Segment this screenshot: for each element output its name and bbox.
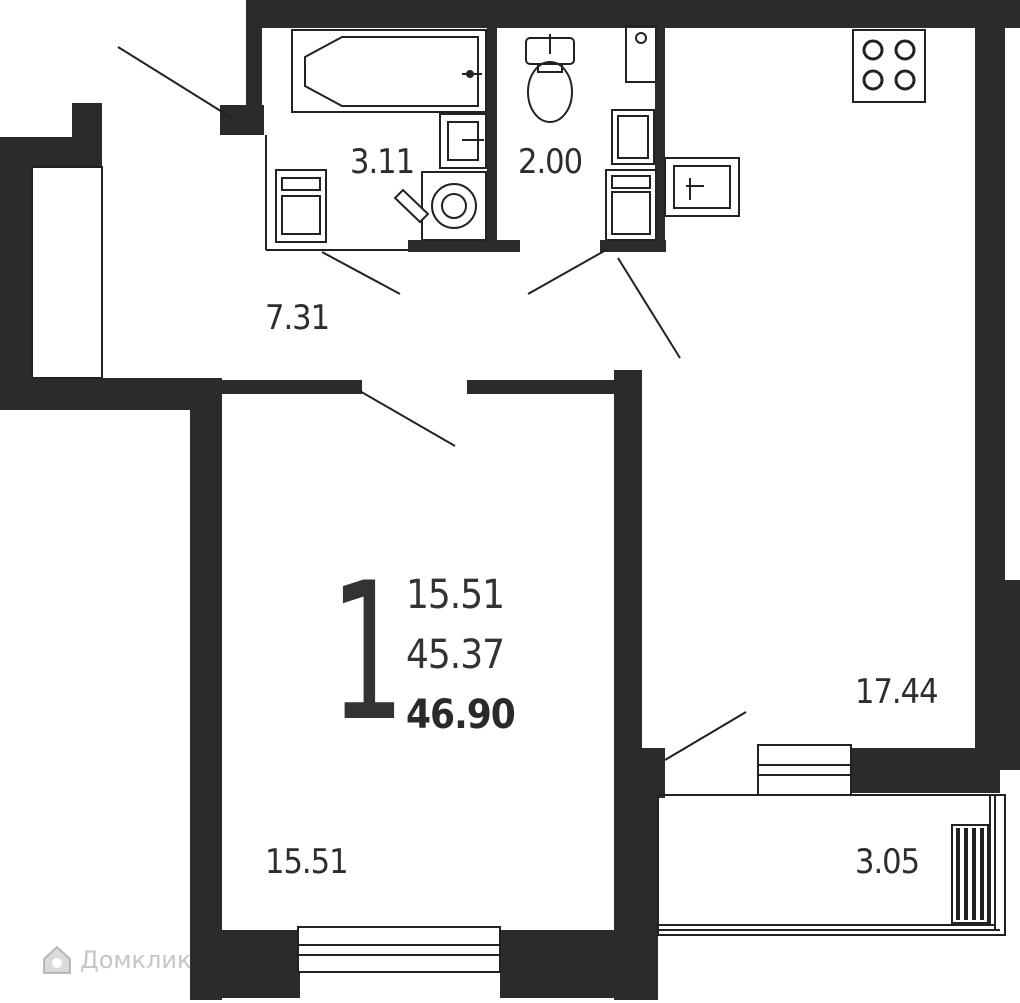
wall (640, 748, 665, 798)
bathtub-icon (291, 29, 487, 113)
wall (0, 137, 32, 407)
living-area: 15.51 (406, 572, 505, 618)
radiator-icon (275, 169, 327, 243)
wall (487, 28, 497, 248)
wall (700, 0, 1020, 28)
house-icon (43, 945, 71, 974)
wall (408, 240, 520, 252)
doors (117, 46, 747, 761)
wall (222, 380, 362, 394)
room-area-kitchen-living: 17.44 (855, 672, 939, 712)
wall (1000, 580, 1020, 770)
wall (220, 105, 264, 135)
balcony-outline (657, 794, 1006, 936)
toilet-icon (525, 34, 575, 123)
kitchen-sink-icon (664, 157, 740, 217)
room-area-toilet: 2.00 (518, 142, 583, 182)
wall (655, 28, 665, 243)
wall (190, 380, 222, 1000)
wall (614, 370, 642, 1000)
wall (72, 103, 102, 137)
area: 45.37 (406, 632, 505, 678)
door-swing (527, 249, 607, 295)
wall (246, 0, 262, 115)
window (297, 926, 501, 973)
wall (600, 240, 666, 252)
watermark-text: Домклик (80, 946, 192, 974)
wall (850, 748, 1000, 793)
watermark: Домклик (40, 943, 191, 977)
door-swing (117, 46, 233, 119)
wall (246, 0, 708, 28)
radiator-icon (951, 824, 989, 924)
sink-icon (439, 113, 487, 169)
door-swing (664, 711, 747, 761)
room-area-bedroom: 15.51 (265, 842, 349, 882)
window (31, 166, 103, 379)
wall (190, 930, 300, 998)
wall (0, 378, 222, 410)
stove-icon (852, 29, 926, 103)
room-area-balcony: 3.05 (855, 842, 920, 882)
total-area: 46.90 (406, 692, 516, 738)
door-swing (357, 389, 456, 447)
wall (467, 380, 627, 394)
door-swing (321, 251, 401, 295)
washing-machine-icon (393, 171, 487, 241)
door-swing (617, 257, 681, 359)
room-area-bathroom: 3.11 (350, 142, 415, 182)
windows (31, 166, 852, 973)
wall (500, 930, 642, 998)
sink-icon (605, 25, 657, 241)
rooms-count: 1 (330, 542, 405, 763)
room-area-hall: 7.31 (265, 298, 330, 338)
window (757, 744, 852, 796)
wall (640, 790, 658, 1000)
